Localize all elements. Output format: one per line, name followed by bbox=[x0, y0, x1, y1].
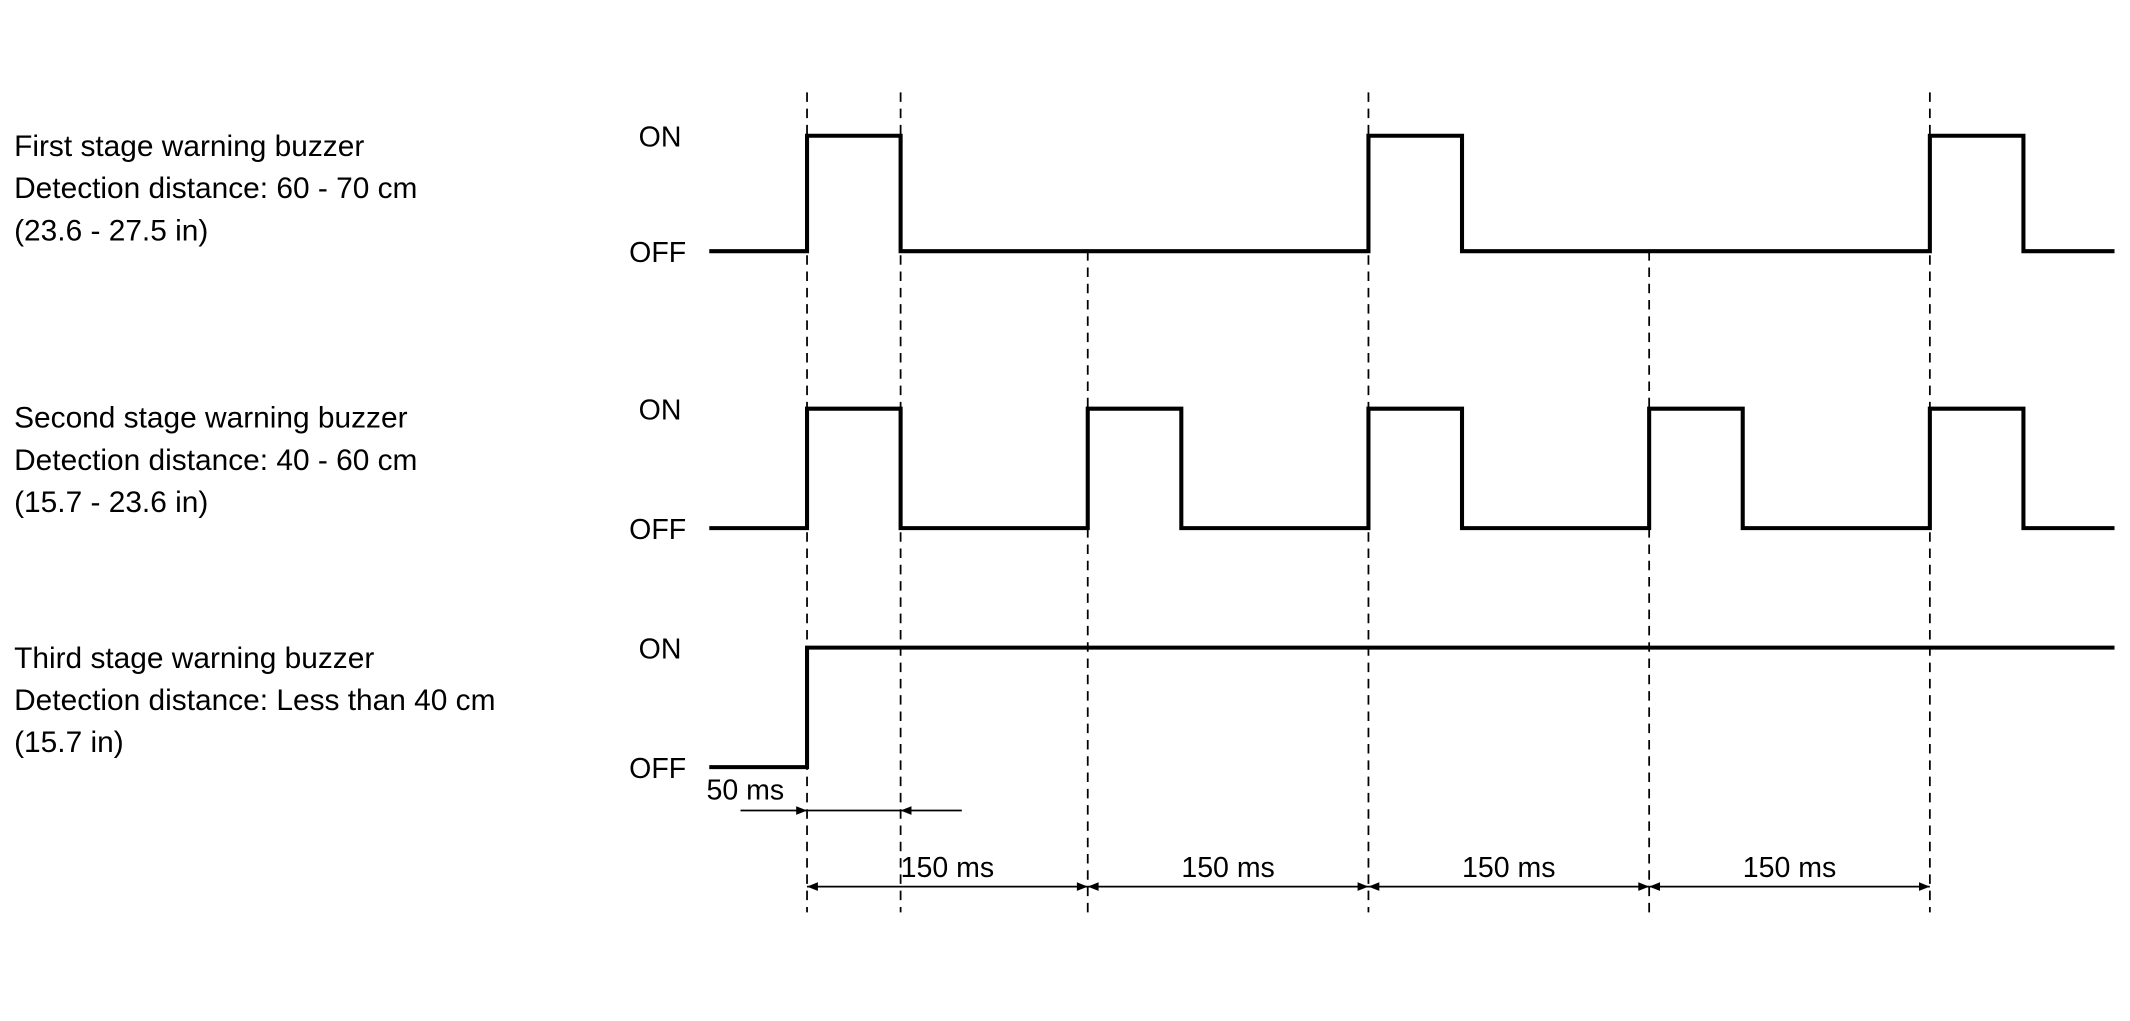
period-label-2: 150 ms bbox=[1181, 852, 1274, 884]
signal-waveform-row-2 bbox=[709, 406, 2115, 531]
row-1-title: First stage warning buzzer bbox=[14, 130, 364, 163]
period-label-3: 150 ms bbox=[1462, 852, 1555, 884]
row-1-distance-in: (23.6 - 27.5 in) bbox=[14, 214, 208, 247]
row-2-description: Second stage warning buzzer Detection di… bbox=[14, 402, 417, 519]
row-1-distance: Detection distance: 60 - 70 cm bbox=[14, 172, 417, 205]
row-2-on-label: ON bbox=[639, 395, 682, 427]
signal-waveform-row-1 bbox=[709, 133, 2115, 254]
row-2-distance-in: (15.7 - 23.6 in) bbox=[14, 486, 208, 519]
row-1-description: First stage warning buzzer Detection dis… bbox=[14, 130, 417, 247]
row-2-off-label: OFF bbox=[629, 514, 686, 546]
signal-waveform-row-3 bbox=[709, 645, 2115, 770]
row-3-off-label: OFF bbox=[629, 753, 686, 785]
row-1-on-label: ON bbox=[639, 122, 682, 154]
short-dimension-label: 50 ms bbox=[707, 775, 785, 807]
period-label-4: 150 ms bbox=[1743, 852, 1836, 884]
signals bbox=[709, 133, 2115, 770]
row-3-on-label: ON bbox=[639, 633, 682, 665]
row-3-distance: Detection distance: Less than 40 cm bbox=[14, 684, 495, 717]
row-2-title: Second stage warning buzzer bbox=[14, 402, 407, 435]
dimension-annotations: 50 ms 150 ms 150 ms 150 ms 150 ms bbox=[707, 775, 1930, 891]
row-3-title: Third stage warning buzzer bbox=[14, 642, 374, 675]
row-3-distance-in: (15.7 in) bbox=[14, 726, 124, 759]
row-1-off-label: OFF bbox=[629, 237, 686, 269]
period-label-1: 150 ms bbox=[901, 852, 994, 884]
row-2-distance: Detection distance: 40 - 60 cm bbox=[14, 444, 417, 477]
row-3-description: Third stage warning buzzer Detection dis… bbox=[14, 642, 495, 759]
